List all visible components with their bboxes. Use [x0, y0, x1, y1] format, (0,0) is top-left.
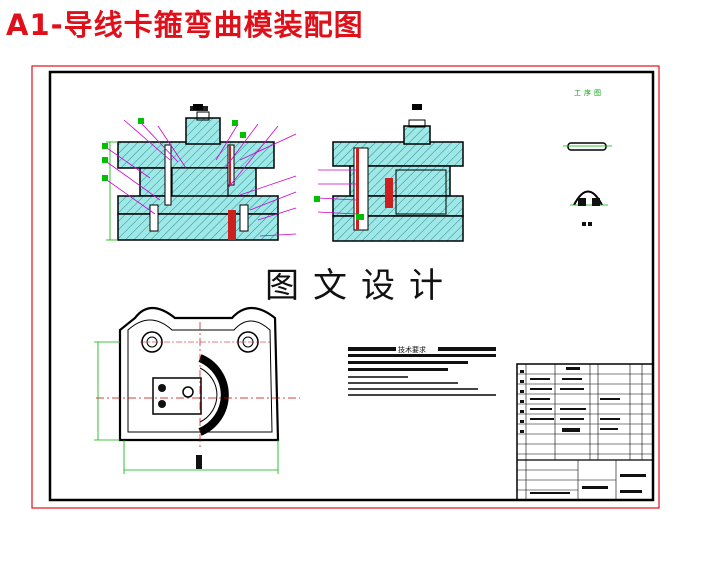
drawing-title: A1-导线卡箍弯曲模装配图 — [6, 8, 364, 42]
side-section-view — [332, 104, 464, 242]
front-section-view — [106, 104, 279, 241]
part-balloons-front — [102, 118, 246, 181]
top-plan-view — [94, 306, 300, 474]
technical-requirements-block — [348, 347, 496, 396]
process-sketch-label: 工序图 — [574, 89, 604, 97]
title-block-text-marks — [520, 367, 646, 494]
leader-lines-side — [317, 169, 357, 215]
part-balloon-side — [314, 196, 320, 202]
title-block — [516, 363, 654, 501]
technical-requirements-title: 技术要求 — [398, 346, 426, 354]
watermark-text: 图文设计 — [265, 266, 457, 306]
process-sketches — [563, 142, 612, 226]
inner-frame — [48, 70, 655, 502]
outer-border — [31, 65, 660, 509]
leader-lines-front — [103, 119, 297, 237]
